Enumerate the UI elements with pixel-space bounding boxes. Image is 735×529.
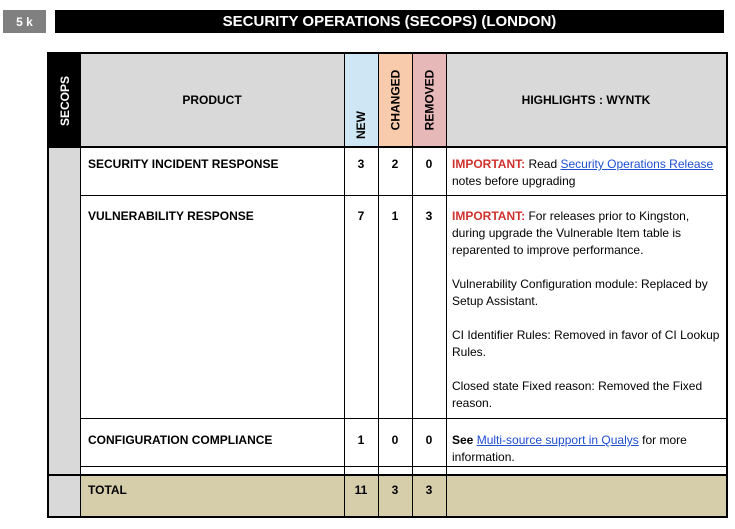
row-new: 7 [357,209,365,223]
grid-line [344,54,345,516]
total-label: TOTAL [88,483,127,497]
important-label: IMPORTANT: [452,157,526,171]
highlight-paragraph: Closed state Fixed reason: Removed the F… [452,379,703,410]
release-table: SECOPS PRODUCT NEW CHANGED REMOVED HIGHL… [47,52,728,518]
header-product: PRODUCT [80,54,344,148]
grid-line [80,418,726,419]
row-product: CONFIGURATION COMPLIANCE [88,433,273,447]
row-removed: 0 [425,157,433,171]
highlight-paragraph: CI Identifier Rules: Removed in favor of… [452,328,720,359]
total-removed: 3 [425,483,433,497]
grid-line [80,195,726,196]
row-new: 3 [357,157,365,171]
side-label: SECOPS [57,75,72,127]
grid-line [412,54,413,516]
section-badge: 5 k [3,10,46,33]
header-highlights: HIGHLIGHTS : WYNTK [446,54,726,148]
header-changed: CHANGED [378,54,412,148]
row-removed: 0 [425,433,433,447]
row-highlights: IMPORTANT: For releases prior to Kingsto… [452,209,720,410]
important-label: IMPORTANT: [452,209,526,223]
security-operations-release-link[interactable]: Security Operations Release [560,157,714,171]
row-highlights: See Multi-source support in Qualys for m… [452,433,687,464]
row-product: VULNERABILITY RESPONSE [88,209,254,223]
row-highlights: IMPORTANT: Read Security Operations Rele… [452,157,714,188]
section-title-banner: SECURITY OPERATIONS (SECOPS) (LONDON) [55,10,724,33]
row-new: 1 [357,433,365,447]
row-product: SECURITY INCIDENT RESPONSE [88,157,279,171]
grid-line [446,54,447,516]
row-changed: 0 [391,433,399,447]
total-changed: 3 [391,483,399,497]
see-label: See [452,433,474,447]
total-new: 11 [354,483,368,497]
header-new: NEW [344,54,378,148]
side-label-cell: SECOPS [49,54,80,148]
multi-source-qualys-link[interactable]: Multi-source support in Qualys [476,433,639,447]
row-changed: 1 [391,209,399,223]
grid-line [49,474,726,476]
highlight-paragraph: Vulnerability Configuration module: Repl… [452,277,708,308]
row-changed: 2 [391,157,399,171]
grid-line [378,54,379,516]
total-row [80,474,726,516]
side-column [49,148,80,516]
grid-line [80,54,81,516]
header-removed: REMOVED [412,54,446,148]
row-removed: 3 [425,209,433,223]
grid-line [80,466,726,467]
